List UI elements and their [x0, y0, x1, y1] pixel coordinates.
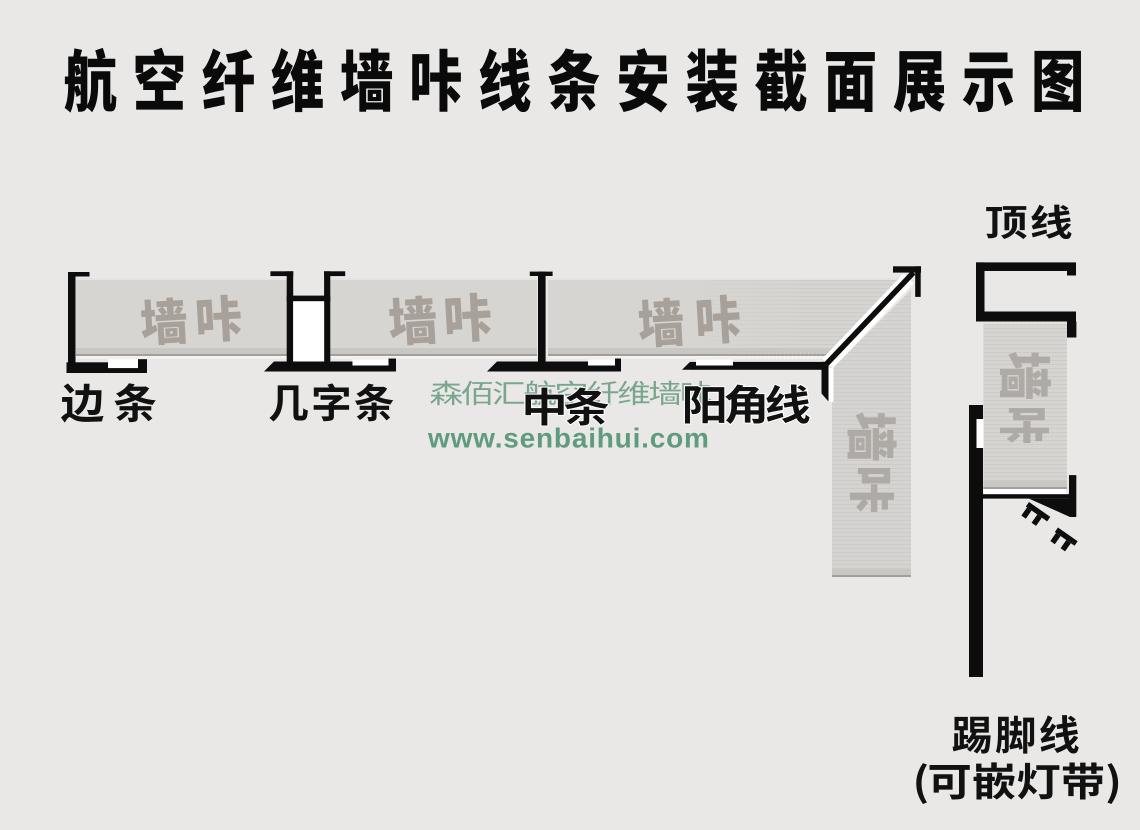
svg-text:www.senbaihui.com: www.senbaihui.com	[427, 423, 710, 454]
